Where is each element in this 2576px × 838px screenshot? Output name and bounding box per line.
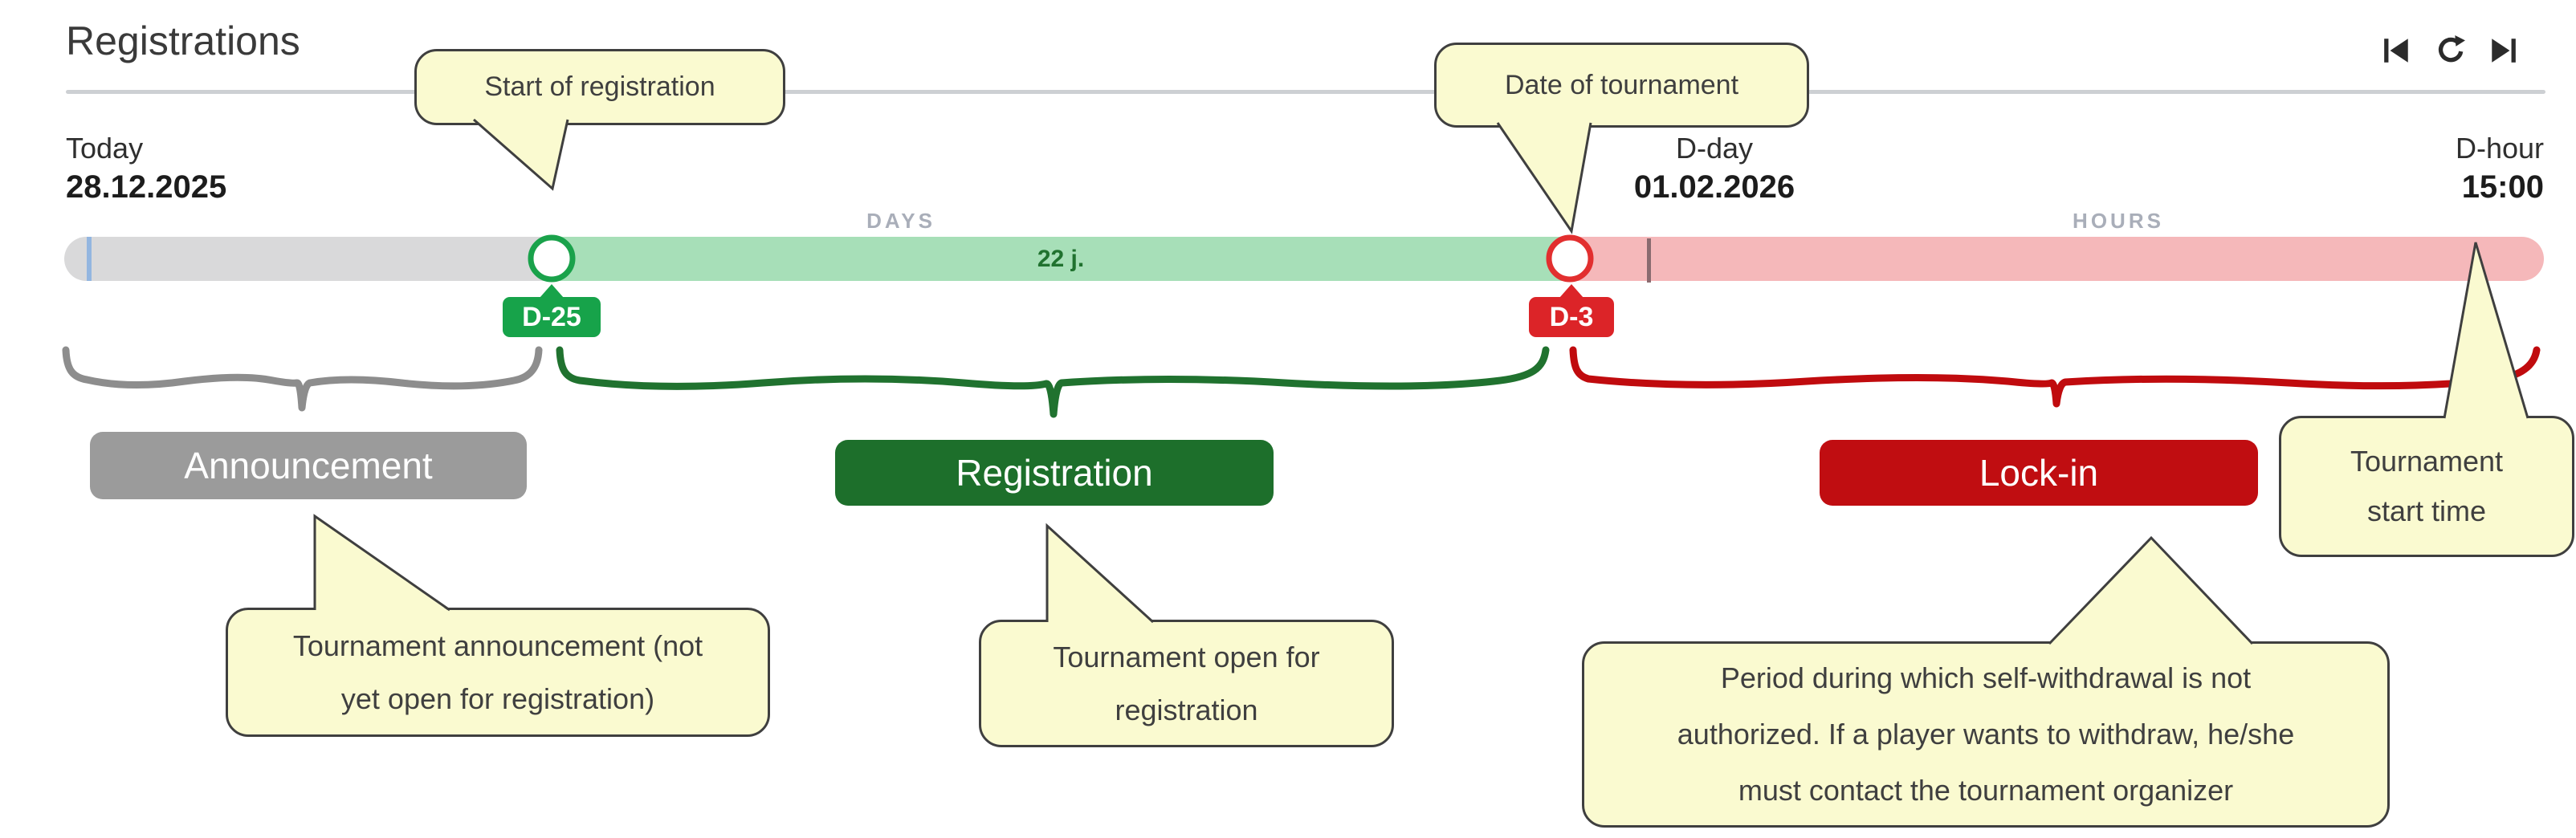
days-axis-caption: DAYS	[866, 209, 935, 233]
refresh-icon[interactable]	[2435, 35, 2465, 66]
d-3-badge: D-3	[1529, 297, 1614, 337]
skip-to-end-icon[interactable]	[2488, 35, 2518, 66]
callout-lockin-note-line1: Period during which self-withdrawal is n…	[1720, 661, 2252, 694]
registration-brace	[556, 346, 1550, 418]
hours-axis-caption: HOURS	[2073, 209, 2164, 233]
segment-lockin	[1570, 237, 2544, 281]
callout-announcement-note-line1: Tournament announcement (not	[292, 628, 703, 662]
announcement-brace	[62, 346, 543, 412]
callout-tournament-start-time-line1: Tournament	[2350, 445, 2504, 478]
segment-announcement	[64, 237, 552, 281]
timeline-bar: 22 j.	[64, 237, 2544, 281]
callout-registration-note-line1: Tournament open for	[1053, 640, 1320, 673]
callout-lockin-note-line2: authorized. If a player wants to withdra…	[1677, 718, 2295, 751]
dday-label-block: D-day 01.02.2026	[1634, 130, 1795, 207]
callout-registration-note-line2: registration	[1115, 693, 1258, 726]
lockin-divider-tick	[1647, 238, 1651, 283]
registration-duration-label: 22 j.	[1037, 245, 1085, 272]
registration-start-handle[interactable]	[528, 234, 576, 283]
skip-to-start-icon[interactable]	[2382, 35, 2412, 66]
callout-announcement-note: Tournament announcement (not yet open fo…	[226, 608, 770, 737]
callout-lockin-note: Period during which self-withdrawal is n…	[1582, 641, 2390, 828]
today-date: 28.12.2025	[66, 169, 227, 205]
announcement-note-tail	[313, 514, 450, 612]
callout-lockin-note-line3: must contact the tournament organizer	[1738, 774, 2234, 807]
callout-start-of-registration-text: Start of registration	[484, 71, 715, 102]
registration-note-tail	[1045, 523, 1155, 624]
toolbar	[2382, 35, 2518, 66]
lockin-note-tail	[2048, 535, 2254, 645]
dhour-label-block: D-hour 15:00	[2456, 130, 2544, 207]
callout-tournament-start-time: Tournament start time	[2279, 416, 2574, 557]
callout-start-of-registration: Start of registration	[414, 49, 785, 125]
dday-date: 01.02.2026	[1633, 169, 1795, 205]
callout-date-of-tournament-text: Date of tournament	[1504, 69, 1739, 100]
header-divider	[66, 90, 2545, 94]
d-25-badge: D-25	[503, 297, 601, 337]
callout-date-of-tournament: Date of tournament	[1434, 43, 1809, 128]
lockin-brace	[1569, 346, 2541, 408]
today-tick	[87, 237, 92, 281]
dhour-label: D-hour	[2455, 132, 2544, 165]
dday-label: D-day	[1675, 132, 1754, 165]
lockin-start-handle[interactable]	[1546, 234, 1594, 283]
dhour-time: 15:00	[2461, 169, 2544, 205]
page-title: Registrations	[66, 18, 300, 63]
phase-lockin-label: Lock-in	[1820, 440, 2258, 506]
phase-announcement-label: Announcement	[90, 432, 527, 499]
segment-registration: 22 j.	[552, 237, 1570, 281]
date-of-tournament-tail	[1496, 121, 1592, 234]
callout-announcement-note-line2: yet open for registration)	[340, 681, 655, 715]
today-label-block: Today 28.12.2025	[66, 130, 226, 207]
callout-tournament-start-time-line2: start time	[2366, 494, 2487, 527]
callout-registration-note: Tournament open for registration	[979, 620, 1394, 747]
phase-registration-label: Registration	[835, 440, 1274, 506]
start-of-registration-tail	[473, 118, 569, 191]
today-label: Today	[66, 132, 144, 165]
